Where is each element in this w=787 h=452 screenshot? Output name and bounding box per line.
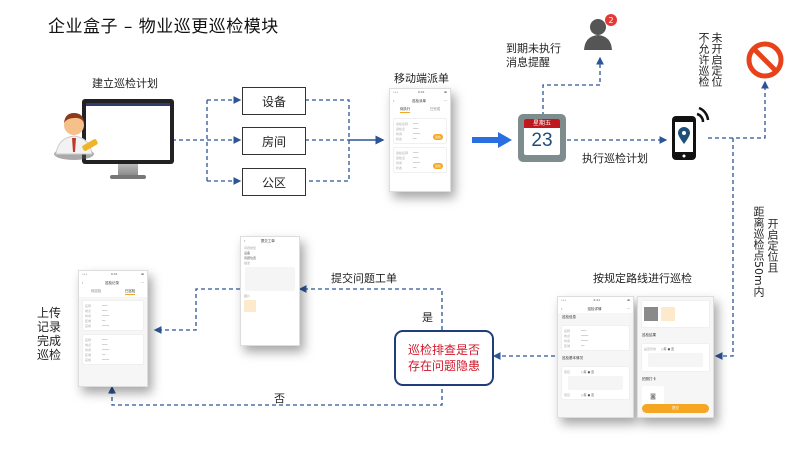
overdue-reminder-label: 到期未执行 消息提醒 [506,42,561,70]
line-to-reminder [542,56,604,116]
overdue-reminder-line1: 到期未执行 [506,42,561,55]
desktop-monitor-icon [82,99,174,164]
category-box-room: 房间 [242,127,306,155]
page-title: 企业盒子 – 物业巡更巡检模块 [48,17,279,37]
create-plan-label: 建立巡检计划 [92,77,158,90]
line-yes-to-ticket [298,285,443,330]
line-ticket-to-upload [153,288,240,334]
route-inspection-label: 按规定路线进行巡检 [593,272,692,285]
inspection-detail-phone-screen: •••9:41▬ ‹巡检详情⋯ 巡检信息 名称───地点────时间────区域… [557,296,634,418]
overdue-reminder-line2: 消息提醒 [506,56,550,69]
monitor-base [110,175,146,179]
calendar-day: 23 [531,130,553,151]
calendar-icon: 星期五 23 [518,114,566,162]
submit-button: 提交 [642,404,709,413]
location-ok-col1: 开启定位且 [766,218,779,273]
notification-badge: 2 [605,14,617,26]
inspection-form-phone-screen: 巡检结果 是否异常○有 ● 否 拍照打卡 ◙ 提交 [637,296,714,418]
line-to-forbidden [708,80,769,139]
forbidden-icon [746,41,784,79]
camera-icon: ◙ [642,386,664,406]
admin-user-icon [54,113,98,160]
dispatch-phone-screen: •••9:41▬ ‹巡检派单⋯ 待执行已完成 巡检名称───巡检点───时间──… [389,88,451,192]
decision-node: 巡检排查是否 存在问题隐患 [394,330,494,386]
no-location-col2: 不允许巡检 [697,32,710,87]
record-list-phone-screen: •••9:41▬ ‹巡检记录⋯ 待巡检已巡检 名称───地点───时间────区… [78,270,148,387]
solid-arrow-head [498,132,512,148]
calendar-weekday: 星期五 [524,119,560,128]
user-silhouette-icon [584,19,612,50]
submit-ticket-label: 提交问题工单 [331,272,397,285]
decision-line2: 存在问题隐患 [407,359,480,373]
mobile-dispatch-label: 移动端派单 [394,72,449,85]
yes-label: 是 [422,311,433,324]
category-box-public-area: 公区 [242,168,306,196]
ticket-phone-screen: ‹提交工单 问题类型 设备 问题位置 描述 图片 [240,236,300,346]
category-box-equipment: 设备 [242,87,306,115]
location-ok-col2: 距离巡检点50m内 [752,206,765,297]
phone-location-icon [672,106,710,160]
no-location-col1: 未开启定位 [710,32,723,87]
execute-plan-label: 执行巡检计划 [582,152,648,165]
no-label: 否 [274,392,285,405]
decision-line1: 巡检排查是否 [407,343,480,357]
monitor-stand [118,164,138,176]
line-to-route [714,138,734,360]
upload-record-label: 上传记录完成巡检 [37,306,62,362]
